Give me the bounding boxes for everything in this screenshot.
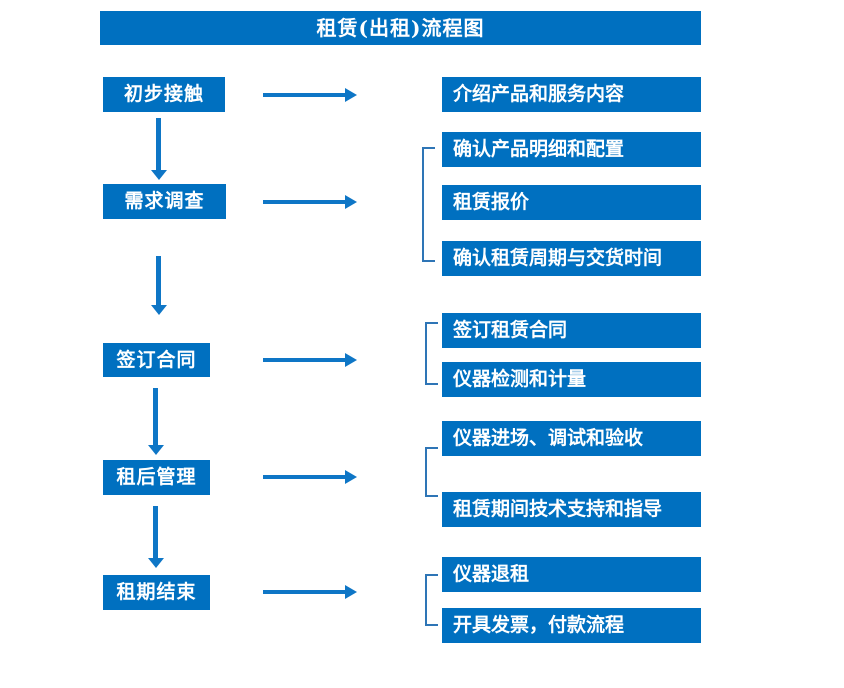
arrow-shaft — [263, 358, 345, 362]
arrow-shaft — [263, 93, 345, 97]
group-bracket — [422, 147, 435, 262]
arrow-shaft — [263, 475, 345, 479]
arrow-shaft — [156, 118, 161, 170]
arrow-down-icon — [147, 388, 164, 455]
detail-box-rental-quotation: 租赁报价 — [442, 185, 701, 220]
group-bracket — [425, 322, 438, 385]
arrow-head — [150, 305, 167, 315]
detail-box-confirm-rental-period: 确认租赁周期与交货时间 — [442, 241, 701, 276]
arrow-head — [150, 170, 167, 180]
arrow-down-icon — [150, 256, 167, 315]
arrow-head — [147, 558, 164, 568]
arrow-shaft — [263, 590, 345, 594]
detail-box-instrument-return: 仪器退租 — [442, 557, 701, 592]
arrow-right-icon — [263, 468, 357, 486]
group-bracket — [425, 574, 438, 626]
arrow-down-icon — [147, 506, 164, 568]
detail-box-invoice-payment: 开具发票，付款流程 — [442, 608, 701, 643]
arrow-right-icon — [263, 351, 357, 369]
arrow-shaft — [153, 506, 158, 558]
arrow-head — [345, 353, 357, 367]
arrow-shaft — [156, 256, 161, 305]
arrow-right-icon — [263, 193, 357, 211]
detail-box-technical-support: 租赁期间技术支持和指导 — [442, 492, 701, 527]
arrow-right-icon — [263, 583, 357, 601]
arrow-head — [147, 445, 164, 455]
arrow-head — [345, 195, 357, 209]
detail-box-instrument-testing: 仪器检测和计量 — [442, 362, 701, 397]
detail-box-introduce-products: 介绍产品和服务内容 — [442, 77, 701, 112]
arrow-shaft — [153, 388, 158, 445]
detail-box-confirm-product-details: 确认产品明细和配置 — [442, 132, 701, 167]
step-box-post-rental-management: 租后管理 — [103, 460, 210, 495]
step-box-initial-contact: 初步接触 — [103, 77, 225, 112]
step-box-demand-survey: 需求调查 — [103, 184, 226, 219]
step-box-sign-contract: 签订合同 — [103, 343, 210, 377]
detail-box-sign-rental-contract: 签订租赁合同 — [442, 313, 701, 348]
group-bracket — [425, 447, 438, 497]
arrow-down-icon — [150, 118, 167, 180]
flowchart-title: 租赁(出租)流程图 — [100, 11, 701, 45]
arrow-head — [345, 470, 357, 484]
arrow-right-icon — [263, 86, 357, 104]
arrow-head — [345, 585, 357, 599]
step-box-rental-end: 租期结束 — [103, 575, 210, 610]
arrow-shaft — [263, 200, 345, 204]
detail-box-instrument-setup: 仪器进场、调试和验收 — [442, 421, 701, 456]
arrow-head — [345, 88, 357, 102]
